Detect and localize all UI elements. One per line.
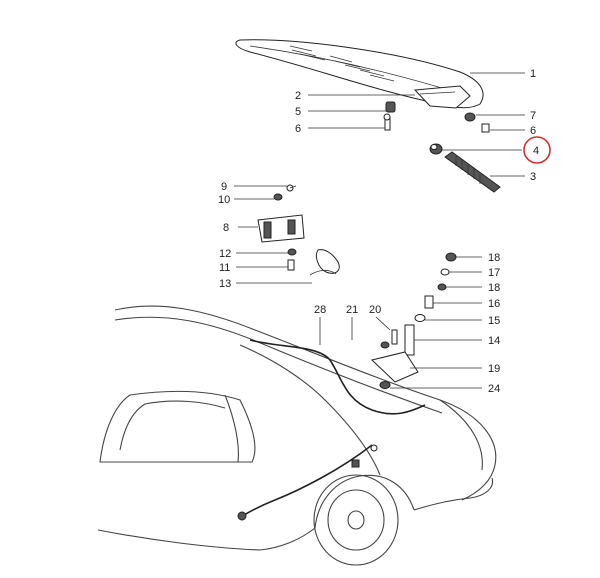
part-19-lock (370, 351, 419, 383)
label-6-left: 6 (295, 123, 301, 135)
lid-fasteners (383, 101, 501, 193)
car-body (97, 305, 497, 566)
rear-wheel (313, 474, 399, 566)
label-7: 7 (530, 110, 536, 122)
label-11: 11 (219, 262, 230, 274)
part-18-nut-lower (437, 283, 447, 291)
label-1: 1 (530, 68, 536, 80)
part-12-washer (287, 248, 297, 256)
label-15: 15 (488, 315, 500, 327)
label-3: 3 (530, 171, 536, 183)
part-10-washer (273, 193, 283, 201)
highlight-circle-part-4 (523, 136, 551, 164)
part-16-spring (424, 295, 434, 309)
part-3-spring (444, 151, 501, 193)
label-14: 14 (488, 335, 500, 347)
label-5: 5 (295, 106, 301, 118)
label-9: 9 (221, 181, 227, 193)
leader-lines (234, 72, 525, 389)
label-21: 21 (346, 304, 358, 316)
part-7-washer (464, 112, 476, 122)
hinge-cluster (257, 184, 340, 276)
label-18-top: 18 (488, 252, 500, 264)
part-11-screw (287, 259, 295, 271)
part-15-washer (414, 314, 426, 322)
label-8: 8 (223, 222, 229, 234)
part-5-nut (385, 101, 396, 113)
release-cable (237, 339, 426, 521)
part-24-grommet (379, 381, 391, 389)
label-2: 2 (295, 90, 301, 102)
part-4-buffer (429, 143, 443, 155)
label-16: 16 (488, 298, 500, 310)
label-19: 19 (488, 363, 500, 375)
part-18-nut-top (445, 252, 457, 262)
part-13-latch (309, 249, 340, 276)
label-24: 24 (488, 383, 500, 395)
lid-louvers (289, 45, 395, 82)
label-13: 13 (219, 278, 231, 290)
callout-labels: 1 2 5 6 7 6 4 3 9 10 8 12 11 13 18 17 18… (218, 68, 539, 395)
label-6-right: 6 (530, 125, 536, 137)
label-10: 10 (218, 194, 230, 206)
label-18-lower: 18 (488, 282, 500, 294)
label-28: 28 (314, 304, 326, 316)
lock-stack (370, 252, 457, 389)
part-21-washer (380, 341, 390, 349)
label-12: 12 (219, 248, 231, 260)
part-14-pin (404, 324, 415, 356)
lid-hinge (413, 85, 471, 109)
engine-lid (235, 39, 484, 109)
label-17: 17 (488, 267, 500, 279)
label-4: 4 (533, 145, 539, 157)
part-20-screw (391, 329, 398, 345)
label-20: 20 (369, 304, 381, 316)
part-17-washer (440, 268, 450, 276)
part-6-screw-right (481, 123, 490, 133)
